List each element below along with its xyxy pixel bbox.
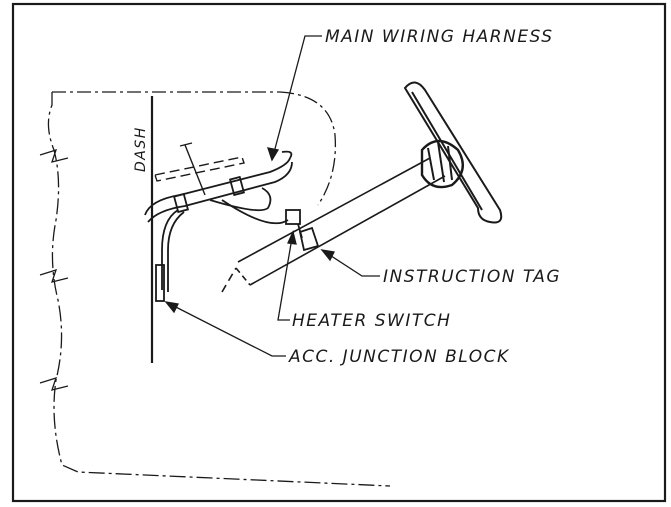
acc-junction-block — [155, 264, 165, 302]
main-wiring-harness-label: MAIN WIRING HARNESS — [325, 27, 554, 47]
instruction-tag-label: INSTRUCTION TAG — [383, 267, 561, 287]
instruction-tag — [298, 226, 320, 252]
leader-lines — [164, 35, 380, 357]
dash-label: DASH — [133, 126, 149, 172]
body-outline — [39, 91, 391, 487]
outer-border — [11, 2, 667, 503]
heater-switch-label: HEATER SWITCH — [292, 311, 451, 331]
mounting-bracket — [154, 142, 245, 196]
steering-column — [221, 157, 446, 293]
steering-wheel — [403, 81, 503, 224]
acc-junction-block-label: ACC. JUNCTION BLOCK — [288, 347, 510, 367]
main-wiring-harness — [144, 150, 293, 292]
